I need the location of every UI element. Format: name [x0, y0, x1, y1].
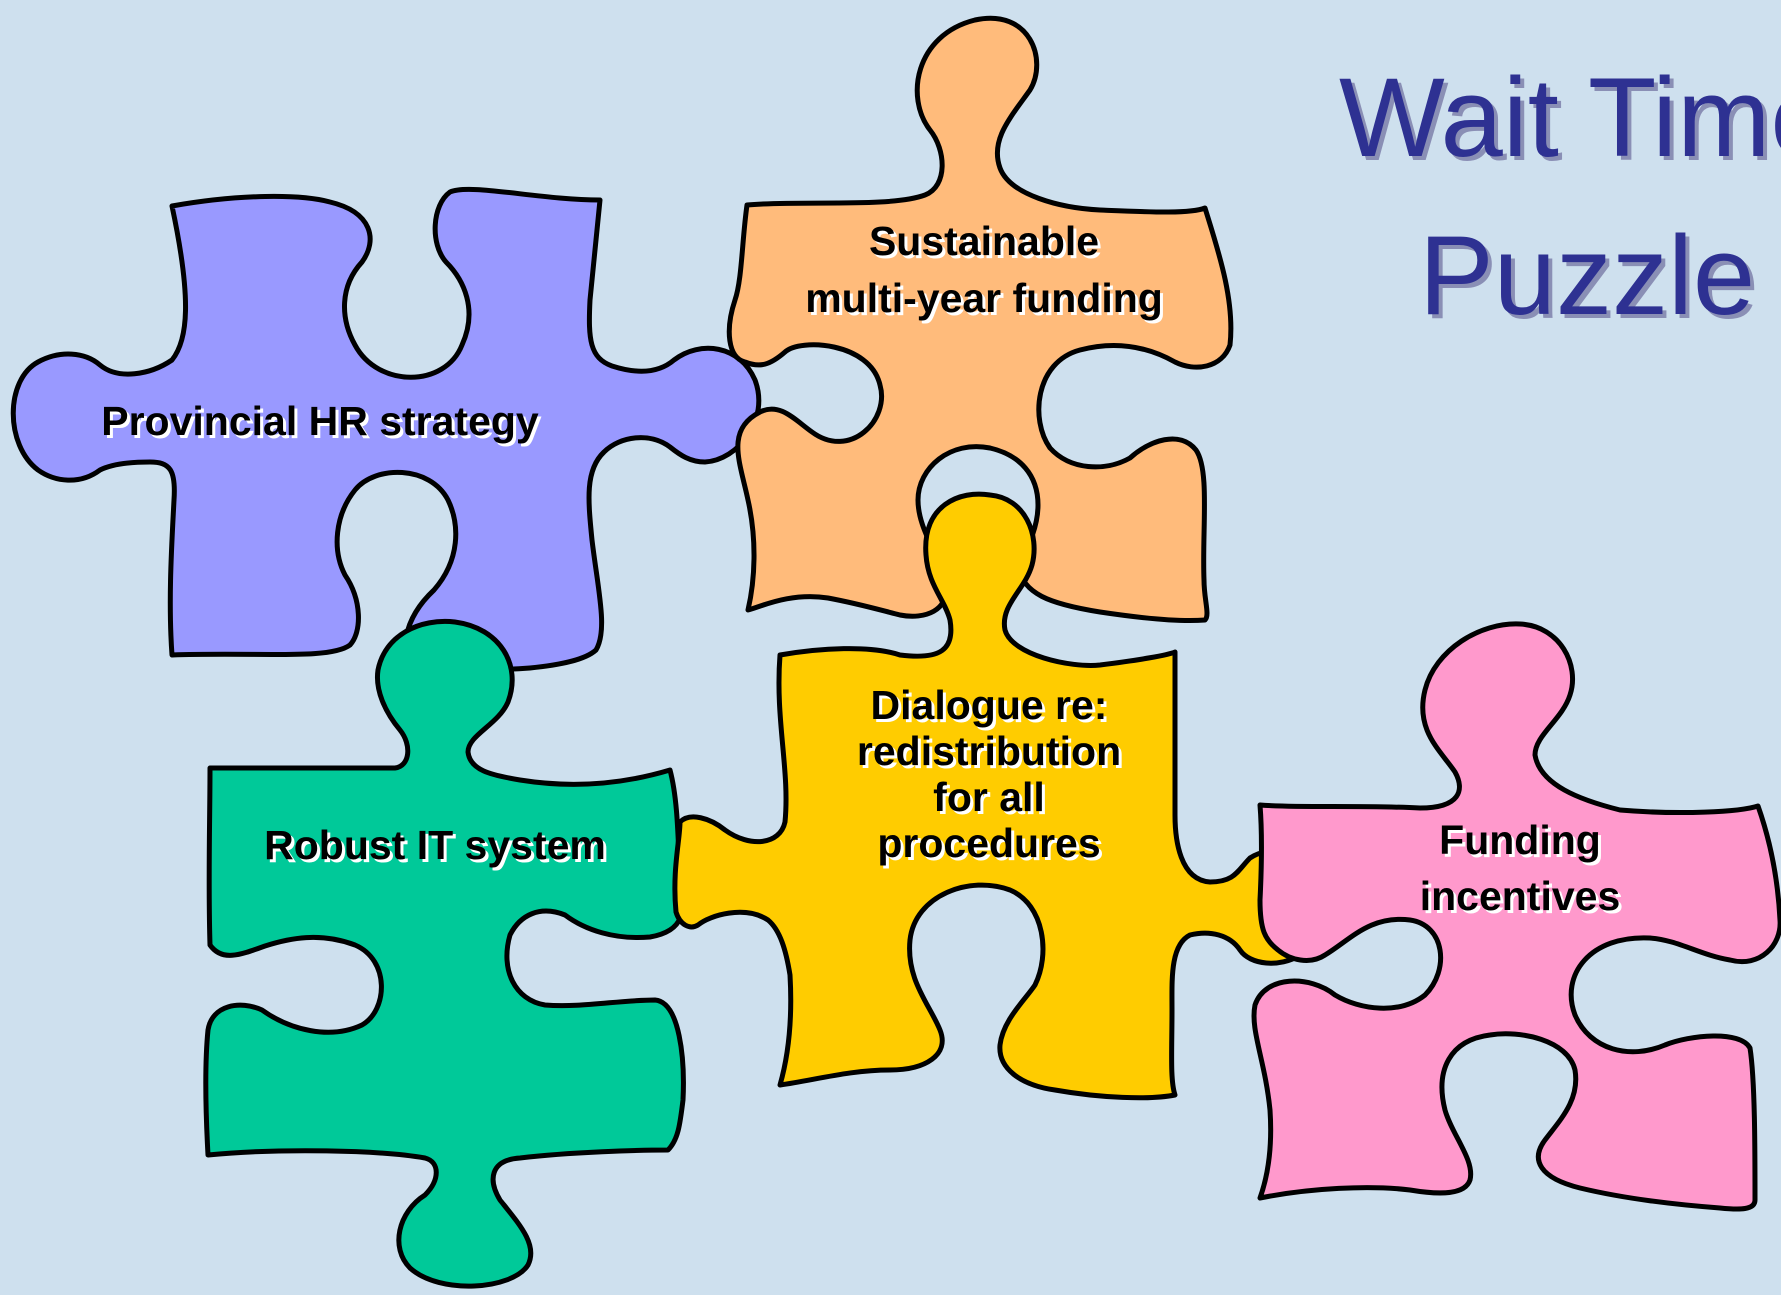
slide-title: Wait Times Wait Times Puzzle Puzzle [1339, 55, 1781, 342]
piece-label-dialogue-line2: redistribution [857, 728, 1121, 774]
piece-label-hr-shadow: Provincial HR strategy [104, 401, 542, 447]
piece-label-dialogue-line4-shadow: procedures [880, 823, 1103, 869]
piece-label-incentives-line1-shadow: Funding [1442, 820, 1604, 866]
piece-label-sustainable-line2-shadow: multi-year funding [808, 278, 1166, 324]
piece-label-incentives-line2: incentives [1420, 873, 1621, 919]
piece-label-dialogue-line3: for all [933, 774, 1045, 820]
piece-label-dialogue-line1: Dialogue re: [871, 682, 1108, 728]
piece-label-dialogue-line3-shadow: for all [936, 777, 1048, 823]
puzzle-piece-it-system: Robust IT system Robust IT system [203, 618, 686, 1289]
piece-label-hr: Provincial HR strategy [101, 398, 539, 444]
title-line1: Wait Times [1339, 55, 1781, 180]
piece-label-sustainable-line1: Sustainable [869, 218, 1099, 264]
piece-shape-funding-incentives [1251, 621, 1781, 1212]
piece-label-sustainable-line2: multi-year funding [805, 275, 1163, 321]
piece-label-sustainable-line1-shadow: Sustainable [872, 221, 1102, 267]
title-line2-shadow: Puzzle [1423, 217, 1759, 342]
piece-label-incentives-line2-shadow: incentives [1423, 876, 1624, 922]
piece-shape-sustainable-funding [726, 15, 1234, 624]
piece-shape-hr [10, 186, 762, 672]
piece-label-dialogue-line4: procedures [877, 820, 1100, 866]
piece-label-incentives-line1: Funding [1439, 817, 1601, 863]
piece-label-dialogue-line1-shadow: Dialogue re: [874, 685, 1111, 731]
title-line2: Puzzle [1419, 213, 1755, 338]
piece-label-it-shadow: Robust IT system [267, 825, 609, 871]
piece-shape-it-system [203, 618, 686, 1289]
puzzle-piece-funding-incentives: Funding Funding incentives incentives [1251, 621, 1781, 1212]
title-line1-shadow: Wait Times [1343, 59, 1781, 184]
piece-label-it: Robust IT system [264, 822, 606, 868]
puzzle-piece-hr-strategy: Provincial HR strategy Provincial HR str… [10, 186, 762, 672]
piece-label-dialogue-line2-shadow: redistribution [860, 731, 1124, 777]
puzzle-piece-sustainable-funding: Sustainable Sustainable multi-year fundi… [726, 15, 1234, 624]
piece-shape-dialogue [672, 491, 1326, 1101]
puzzle-piece-dialogue: Dialogue re: Dialogue re: redistribution… [672, 491, 1326, 1101]
